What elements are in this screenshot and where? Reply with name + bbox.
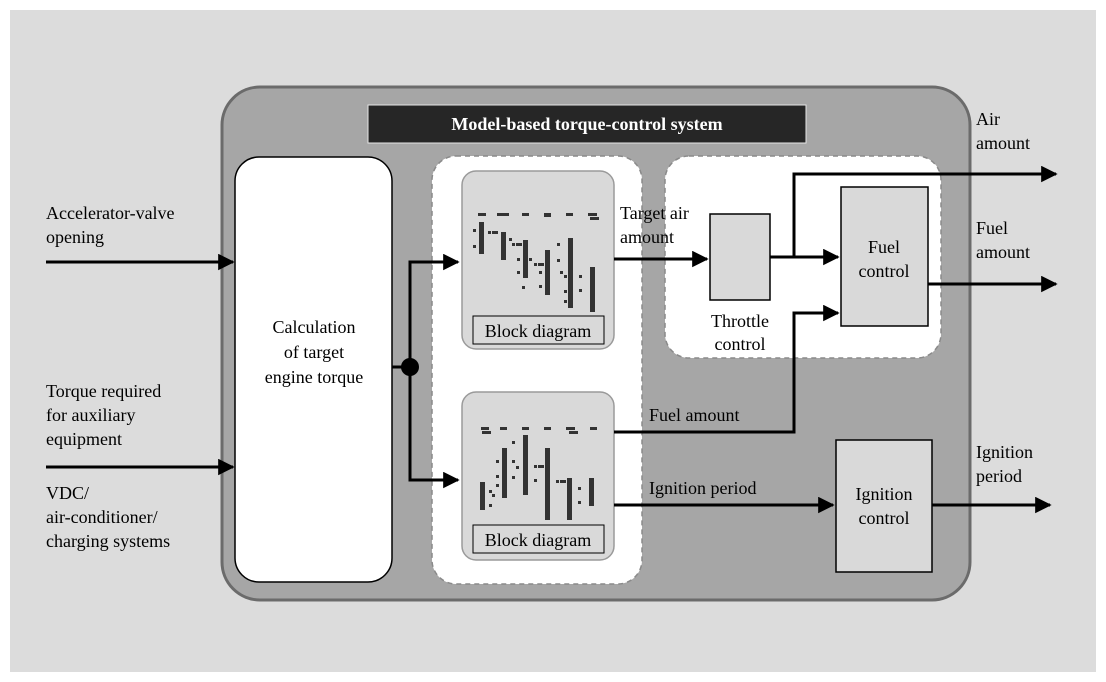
- input-vdc-line-1: VDC/: [46, 483, 89, 503]
- fuel-amount-internal-label: Fuel amount: [649, 405, 740, 425]
- junction-to-top-block: [408, 253, 460, 367]
- input-torque-line-3: equipment: [46, 429, 122, 449]
- block-diagram-top-caption-box: [472, 315, 605, 345]
- output-air-line-1: Air: [976, 109, 1000, 129]
- block-diagram-top-graphic: [473, 213, 599, 312]
- throttle-label-line-2: control: [715, 334, 766, 354]
- connector-lines: [46, 165, 1058, 514]
- input-vdc-line-2: air-conditioner/: [46, 507, 158, 527]
- throttle-label-line-1: Throttle: [711, 311, 769, 331]
- input-torque-line-1: Torque required: [46, 381, 161, 401]
- input-torque-line-2: for auxiliary: [46, 405, 135, 425]
- ignition-period-internal-label: Ignition period: [649, 478, 756, 498]
- calc-box-line-2: of target: [284, 342, 344, 362]
- calc-box-line-3: engine torque: [265, 367, 363, 387]
- input-accelerator-line-2: opening: [46, 227, 104, 247]
- calc-box-line-1: Calculation: [273, 317, 356, 337]
- block-diagram-bottom-caption: Block diagram: [485, 530, 591, 550]
- system-title-bar: [367, 104, 807, 144]
- ignition-control-line-1: Ignition: [856, 484, 913, 504]
- fuel-amount-internal-arrow: [614, 304, 840, 434]
- target-air-label-line-1: Target air: [620, 203, 689, 223]
- throttle-box: [709, 213, 771, 301]
- air-amount-output-arrow: [792, 165, 1058, 257]
- block-diagram-bottom-caption-box: [472, 524, 605, 554]
- input-vdc-line-3: charging systems: [46, 531, 170, 551]
- junction-dot: [401, 358, 419, 376]
- output-fuel-line-2: amount: [976, 242, 1030, 262]
- ignition-control-line-2: control: [859, 508, 910, 528]
- fuel-control-box: [840, 186, 929, 327]
- output-fuel-line-1: Fuel: [976, 218, 1008, 238]
- output-ignition-line-1: Ignition: [976, 442, 1033, 462]
- calc-box: [234, 156, 393, 583]
- ignition-control-box: [835, 439, 933, 573]
- block-diagram-top-caption: Block diagram: [485, 321, 591, 341]
- system-title: Model-based torque-control system: [451, 114, 722, 134]
- fuel-control-line-1: Fuel: [868, 237, 900, 257]
- block-diagram-bottom-graphic: [480, 427, 597, 520]
- input-accelerator-line-1: Accelerator-valve: [46, 203, 175, 223]
- fuel-control-line-2: control: [859, 261, 910, 281]
- output-air-line-2: amount: [976, 133, 1030, 153]
- junction-to-bottom-block: [408, 367, 460, 489]
- target-air-label-line-2: amount: [620, 227, 674, 247]
- output-ignition-line-2: period: [976, 466, 1022, 486]
